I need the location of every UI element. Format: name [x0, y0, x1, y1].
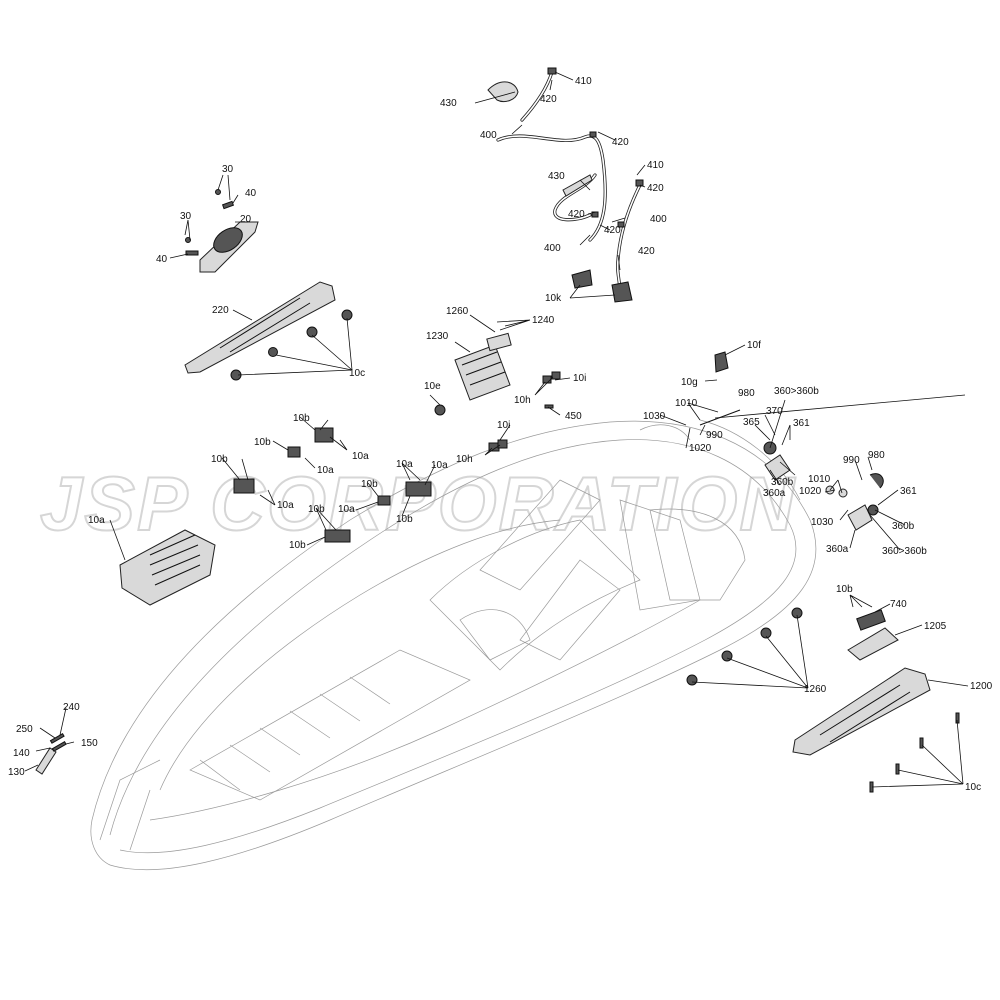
callout: 150: [81, 738, 98, 749]
callout: 410: [575, 76, 592, 87]
plate-part-1200: [847, 609, 899, 661]
callout: 140: [13, 748, 30, 759]
pins-250: [869, 712, 960, 793]
callout: 370: [766, 406, 783, 417]
callout: 10h: [514, 395, 531, 406]
callout: 30: [180, 211, 192, 222]
callout: 740: [890, 599, 907, 610]
callout: 10a: [88, 515, 105, 526]
callout: 250: [16, 724, 33, 735]
callout: 360>360b: [882, 546, 927, 557]
leader-lines: [24, 71, 969, 788]
callout: 1030: [811, 517, 834, 528]
callout: 10a: [277, 500, 294, 511]
callout: 400: [544, 243, 561, 254]
callout: 360b: [771, 477, 794, 488]
callout: 40: [156, 254, 168, 265]
callout: 360a: [826, 544, 849, 555]
callout: 360a: [763, 488, 786, 499]
callout: 980: [868, 450, 885, 461]
callout: 400: [480, 130, 497, 141]
callout: 990: [843, 455, 860, 466]
callout: 1010: [808, 474, 831, 485]
callout: 10b: [308, 504, 325, 515]
callout: 360>360b: [774, 386, 819, 397]
callout: 361: [793, 418, 810, 429]
callout: 220: [212, 305, 229, 316]
watermark: JSP CORPORATION: [40, 462, 796, 547]
callout: 10a: [396, 459, 413, 470]
callout: 1260: [446, 306, 469, 317]
hose-assembly: [487, 67, 644, 303]
callout: 10i: [573, 373, 586, 384]
callout: 1205: [924, 621, 947, 632]
callout: 430: [440, 98, 457, 109]
grommets-10c-lower: [686, 607, 803, 686]
callout: 420: [638, 246, 655, 257]
callout: 990: [706, 430, 723, 441]
callout: 240: [63, 702, 80, 713]
callout: 361: [900, 486, 917, 497]
callout: 400: [650, 214, 667, 225]
callout: 10b: [293, 413, 310, 424]
callout: 10h: [456, 454, 473, 465]
callout: 430: [548, 171, 565, 182]
callout: 360b: [892, 521, 915, 532]
callout: 1020: [799, 486, 822, 497]
callout: 10a: [352, 451, 369, 462]
callout: 40: [245, 188, 257, 199]
callout: 365: [743, 417, 760, 428]
callout: 10b: [836, 584, 853, 595]
callout: 10e: [424, 381, 441, 392]
callout: 10b: [396, 514, 413, 525]
callout: 420: [612, 137, 629, 148]
callout: 10a: [317, 465, 334, 476]
callout-labels: 410 420 430 400 420 410 420 430 420 400 …: [8, 76, 993, 793]
callout: 450: [565, 411, 582, 422]
callout: 1230: [426, 331, 449, 342]
callout: 10b: [254, 437, 271, 448]
callout: 10b: [361, 479, 378, 490]
callout: 10k: [545, 293, 562, 304]
callout: 10a: [431, 460, 448, 471]
callout: 10i: [497, 420, 510, 431]
callout: 410: [647, 160, 664, 171]
rail-part-220: [184, 281, 353, 381]
cover-part-740: [119, 529, 216, 606]
callout: 1200: [970, 681, 993, 692]
hull-drawing: [90, 419, 817, 871]
callout: 10f: [747, 340, 761, 351]
callout: 420: [540, 94, 557, 105]
callout: 10b: [211, 454, 228, 465]
callout: 420: [568, 209, 585, 220]
handle-part-20: [185, 189, 259, 273]
callout: 20: [240, 214, 252, 225]
callout: 1020: [689, 443, 712, 454]
callout: 420: [604, 225, 621, 236]
grill-part-1230: [434, 332, 512, 416]
callout: 1010: [675, 398, 698, 409]
callout: 10a: [338, 504, 355, 515]
callout: 980: [738, 388, 755, 399]
callout: 130: [8, 767, 25, 778]
callout: 10g: [681, 377, 698, 388]
clip-100: [35, 732, 67, 775]
callout: 30: [222, 164, 234, 175]
callout: 1030: [643, 411, 666, 422]
callout: 1240: [532, 315, 555, 326]
callout: 420: [647, 183, 664, 194]
callout: 10b: [289, 540, 306, 551]
callout: 1260: [804, 684, 827, 695]
plate-part-240: [792, 667, 931, 756]
callout: 10c: [349, 368, 365, 379]
callout: 10c: [965, 782, 981, 793]
